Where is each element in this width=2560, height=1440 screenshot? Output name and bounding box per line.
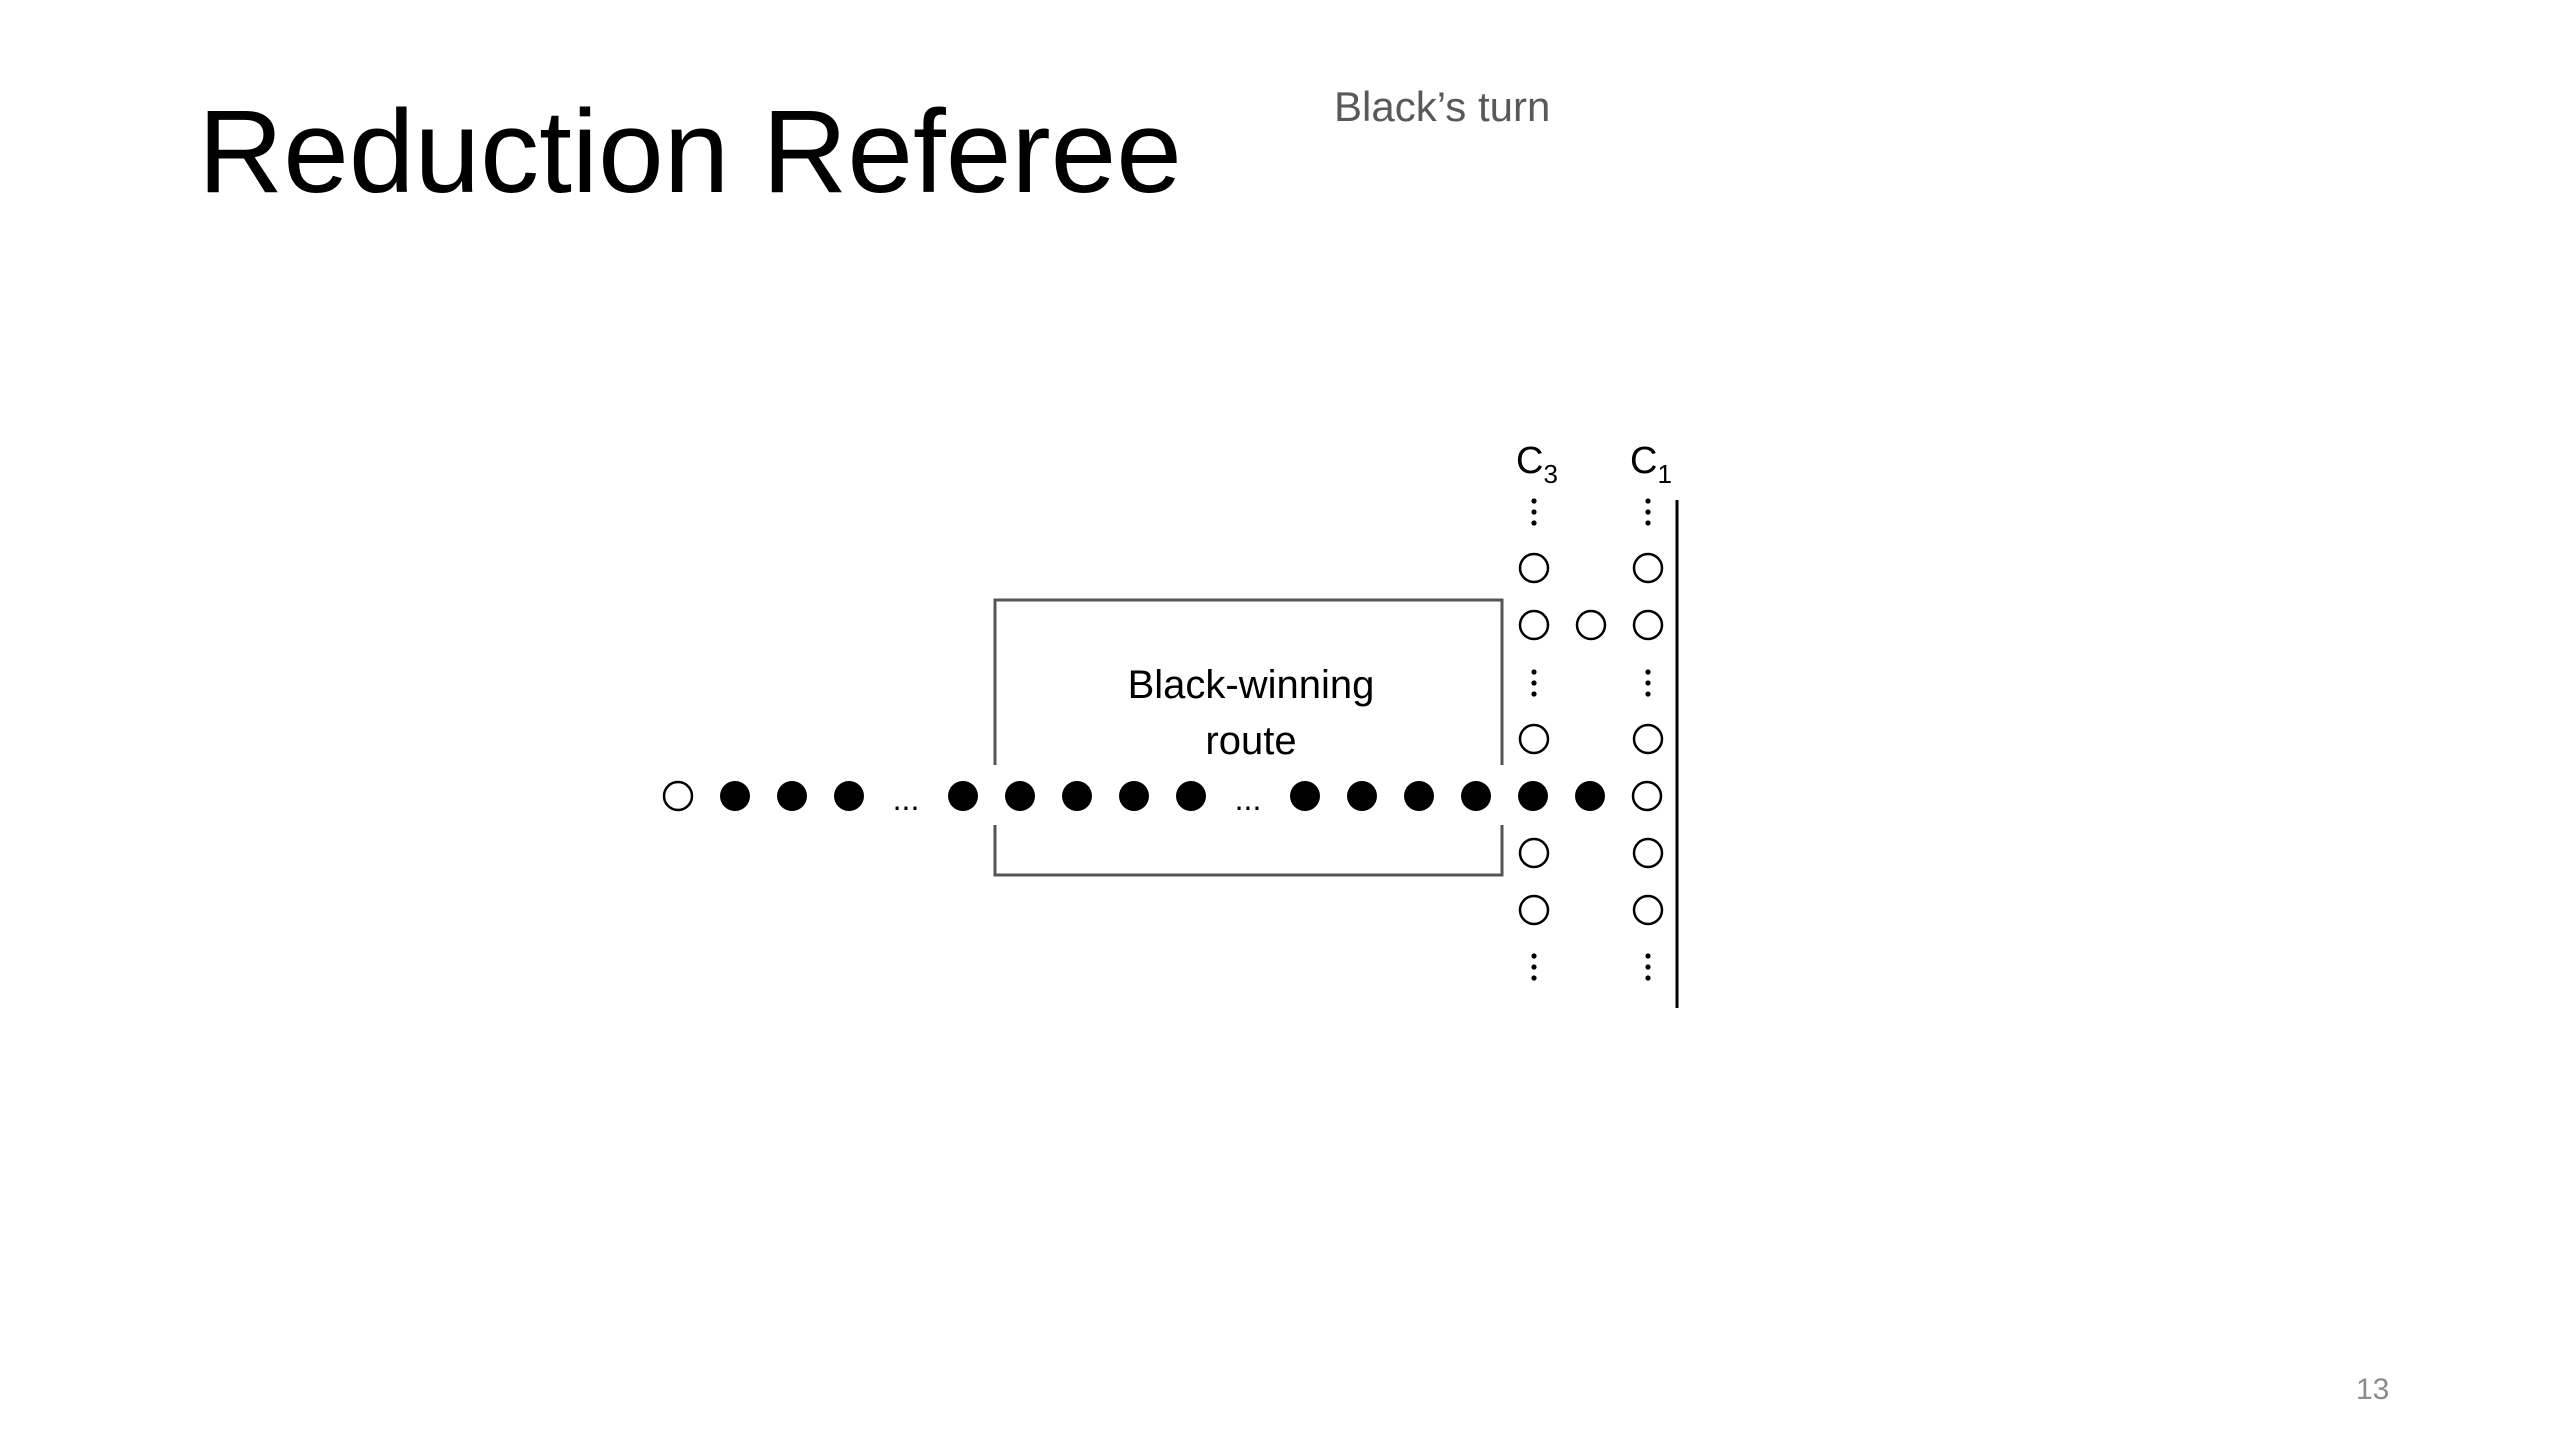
row-ellipsis: ... xyxy=(1235,781,1262,817)
column-c3-white-stone xyxy=(1518,894,1550,926)
column-label-c1: C1 xyxy=(1630,440,1672,489)
column-c3-vertical-ellipsis xyxy=(1531,669,1537,697)
black-stone xyxy=(1404,781,1434,811)
row-ellipsis: ... xyxy=(893,781,920,817)
column-label-c3-subscript: 3 xyxy=(1543,459,1557,489)
black-stone xyxy=(1575,781,1605,811)
column-c1-vertical-ellipsis xyxy=(1645,498,1651,526)
column-label-c3-letter: C xyxy=(1516,440,1543,482)
black-stone xyxy=(1062,781,1092,811)
black-stone xyxy=(1461,781,1491,811)
svg-text:C1: C1 xyxy=(1630,440,1672,489)
turn-label: Black’s turn xyxy=(1334,83,1551,130)
black-stone xyxy=(1518,781,1548,811)
column-c3-white-stone xyxy=(1518,552,1550,584)
route-box xyxy=(993,598,1504,877)
white-stone xyxy=(662,780,694,812)
black-stone xyxy=(777,781,807,811)
black-stone xyxy=(948,781,978,811)
route-label-line1: Black-winning xyxy=(1128,663,1375,707)
route-box-top-and-left xyxy=(993,598,1504,765)
column-c1-vertical-ellipsis xyxy=(1645,953,1651,981)
column-label-c1-letter: C xyxy=(1630,440,1657,482)
column-label-c3: C3 xyxy=(1516,440,1558,489)
column-c3-white-stone xyxy=(1518,609,1550,641)
column-c1-vertical-ellipsis xyxy=(1645,669,1651,697)
column-c3-white-stone xyxy=(1518,723,1550,755)
black-stone xyxy=(1347,781,1377,811)
black-stone xyxy=(834,781,864,811)
black-stone xyxy=(1176,781,1206,811)
black-stone xyxy=(1119,781,1149,811)
route-box-bottom xyxy=(993,825,1504,877)
stones-layer: ...... xyxy=(662,498,1664,981)
black-stone xyxy=(720,781,750,811)
column-c1-white-stone xyxy=(1632,723,1664,755)
white-stone xyxy=(1631,780,1663,812)
svg-text:C3: C3 xyxy=(1516,440,1558,489)
column-c1-white-stone xyxy=(1632,552,1664,584)
page-number: 13 xyxy=(2356,1373,2390,1406)
column-c1-white-stone xyxy=(1632,894,1664,926)
column-c3-vertical-ellipsis xyxy=(1531,498,1537,526)
slide-title: Reduction Referee xyxy=(198,86,1182,218)
column-middle-white-stone xyxy=(1575,609,1607,641)
column-c1-white-stone xyxy=(1632,609,1664,641)
column-c3-white-stone xyxy=(1518,837,1550,869)
black-stone xyxy=(1290,781,1320,811)
column-c3-vertical-ellipsis xyxy=(1531,953,1537,981)
route-label-line2: route xyxy=(1205,719,1296,763)
column-label-c1-subscript: 1 xyxy=(1657,459,1671,489)
black-stone xyxy=(1005,781,1035,811)
column-c1-white-stone xyxy=(1632,837,1664,869)
